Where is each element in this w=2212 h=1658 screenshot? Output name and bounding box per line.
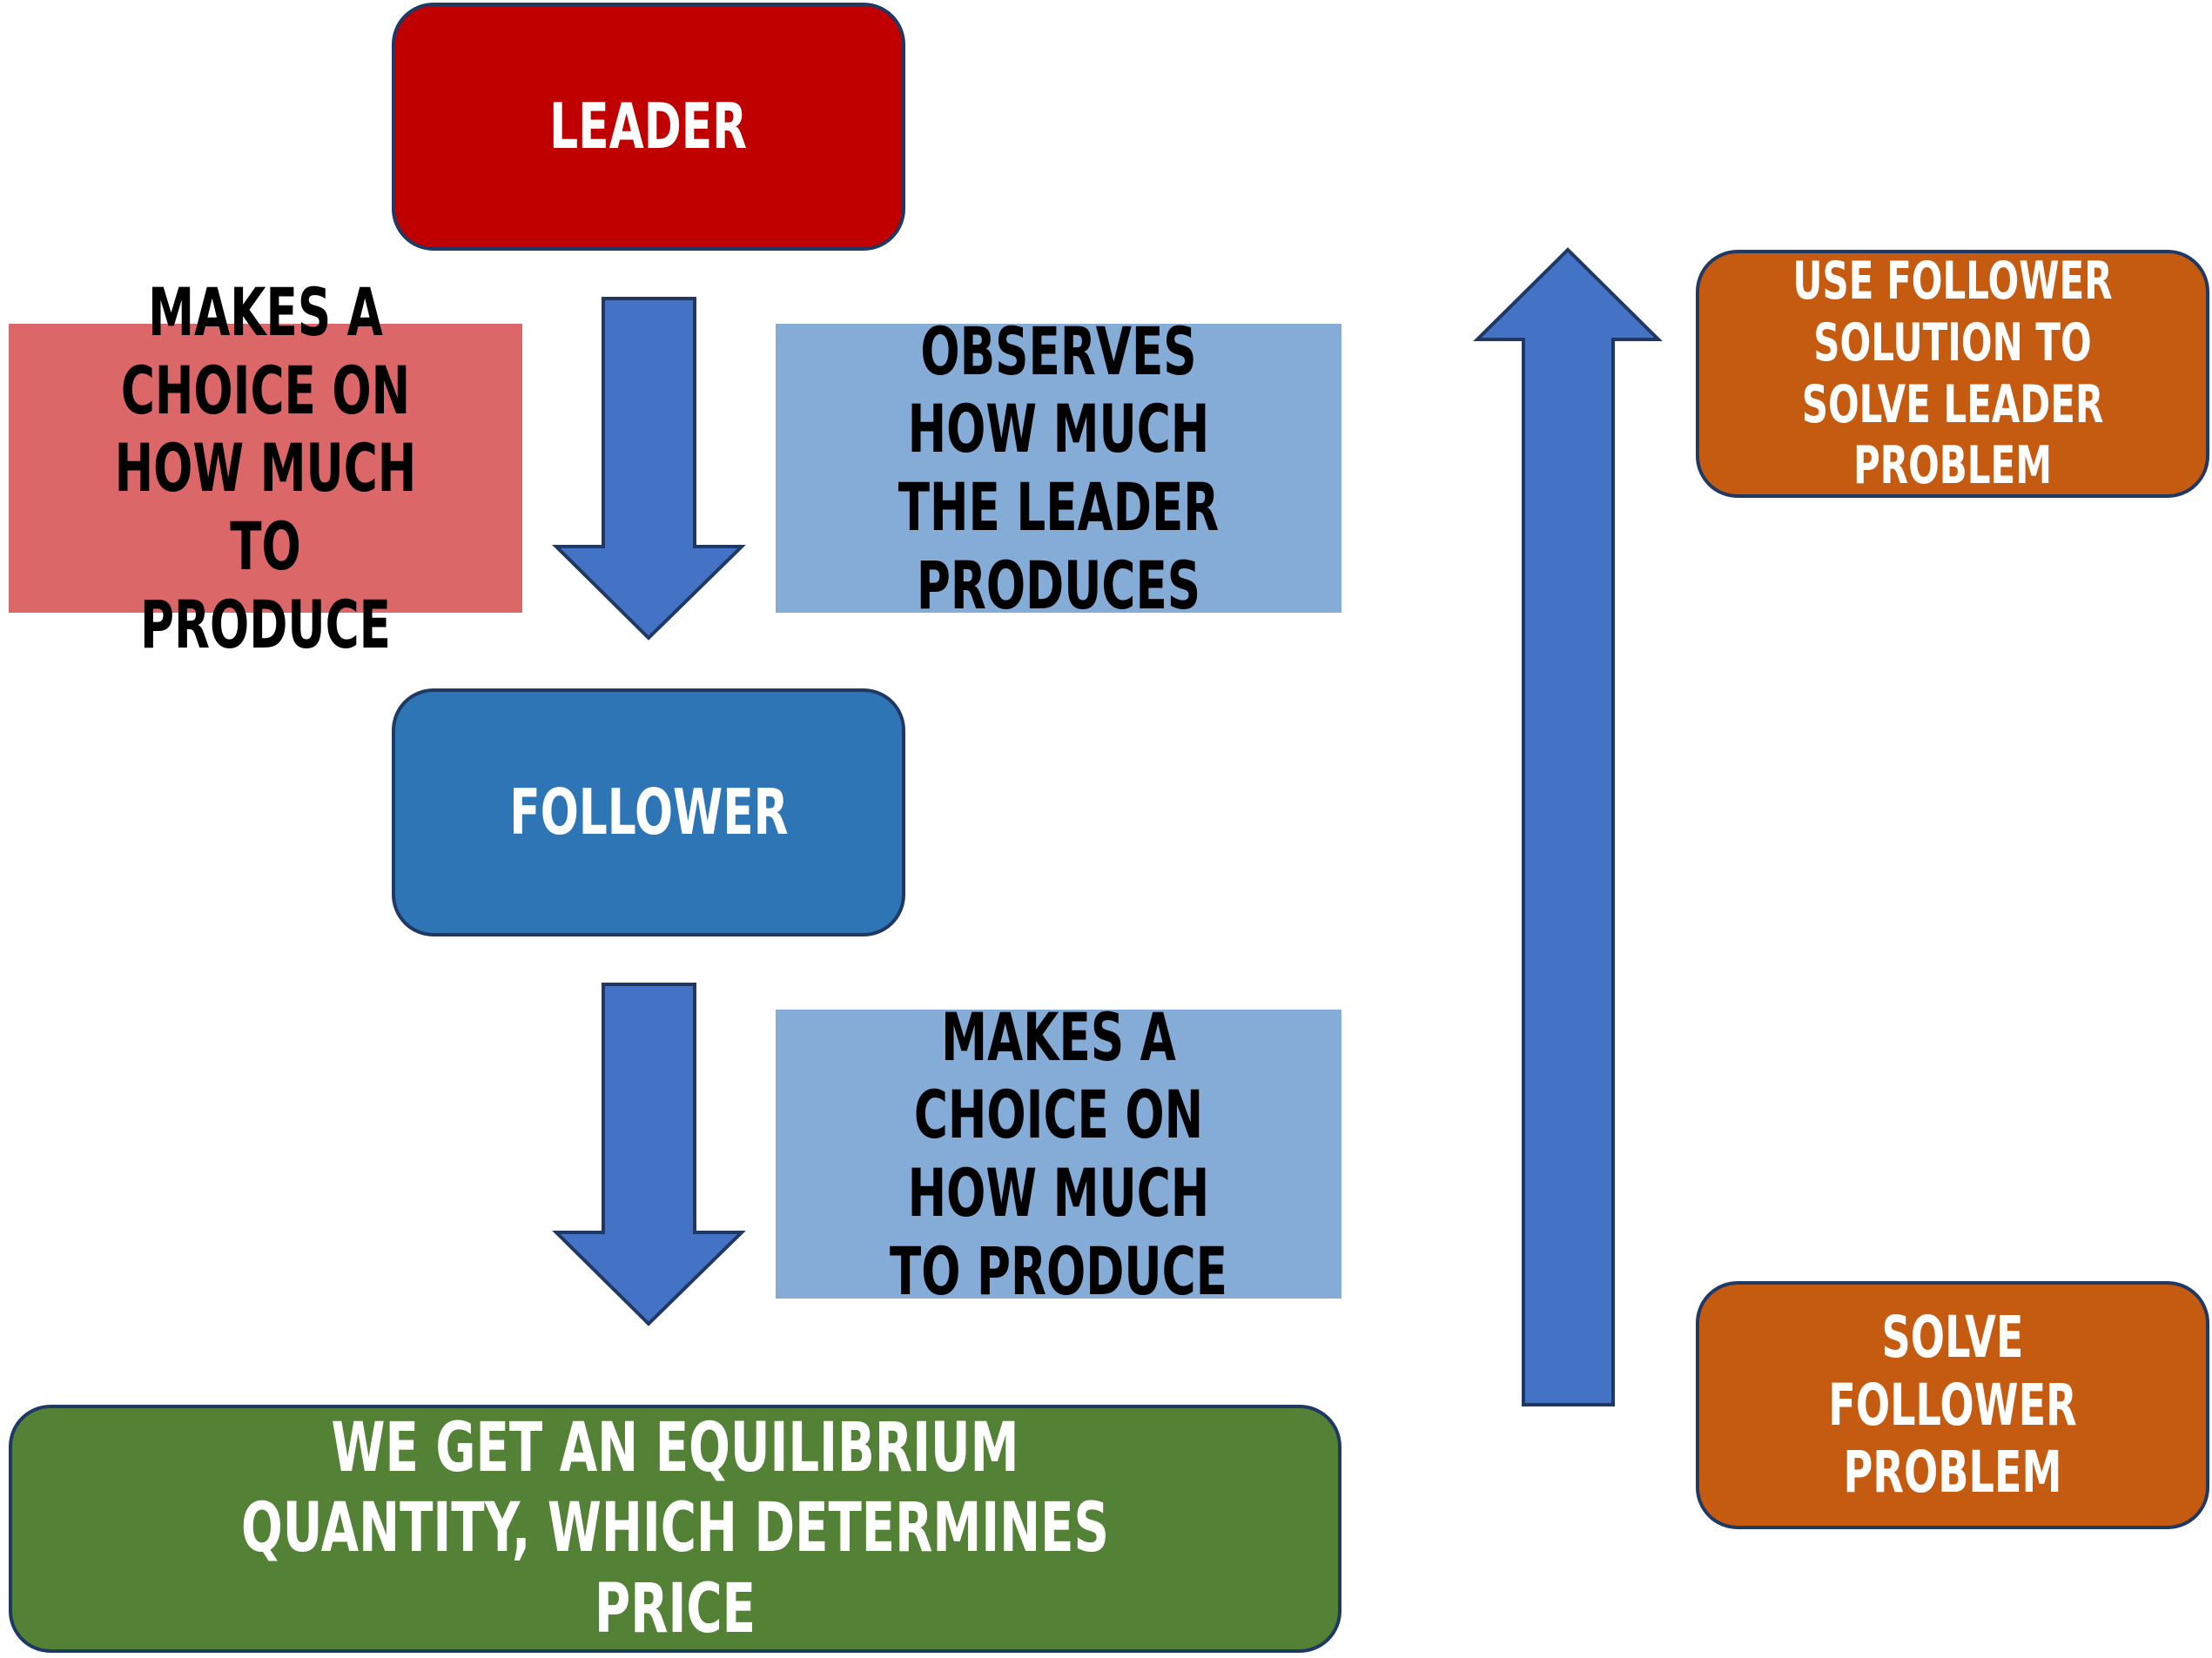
leader-label: LEADER (549, 90, 748, 164)
up-arrow-solve-sequence (1473, 247, 1663, 1406)
observes-box: OBSERVES HOW MUCH THE LEADER PRODUCES (776, 312, 1341, 624)
follower-choice-label: MAKES A CHOICE ON HOW MUCH TO PRODUCE (890, 997, 1227, 1310)
follower-choice-box: MAKES A CHOICE ON HOW MUCH TO PRODUCE (776, 998, 1341, 1310)
solve-follower-problem-label: SOLVE FOLLOWER PROBLEM (1828, 1303, 2077, 1507)
follower-node: FOLLOWER (392, 688, 905, 936)
follower-label: FOLLOWER (508, 775, 789, 849)
equilibrium-label: WE GET AN EQUILIBRIUM QUANTITY, WHICH DE… (241, 1409, 1109, 1648)
leader-choice-label: MAKES A CHOICE ON HOW MUCH TO PRODUCE (114, 272, 417, 663)
observes-label: OBSERVES HOW MUCH THE LEADER PRODUCES (898, 312, 1220, 624)
use-follower-solution-node: USE FOLLOWER SOLUTION TO SOLVE LEADER PR… (1696, 250, 2209, 498)
down-arrow-follower-to-equilibrium (552, 983, 746, 1326)
down-arrow-leader-to-follower (552, 297, 746, 641)
leader-node: LEADER (392, 3, 905, 251)
leader-choice-box: MAKES A CHOICE ON HOW MUCH TO PRODUCE (9, 273, 522, 663)
solve-follower-problem-node: SOLVE FOLLOWER PROBLEM (1696, 1281, 2209, 1529)
use-follower-solution-label: USE FOLLOWER SOLUTION TO SOLVE LEADER PR… (1792, 250, 2113, 497)
equilibrium-node: WE GET AN EQUILIBRIUM QUANTITY, WHICH DE… (9, 1405, 1341, 1653)
